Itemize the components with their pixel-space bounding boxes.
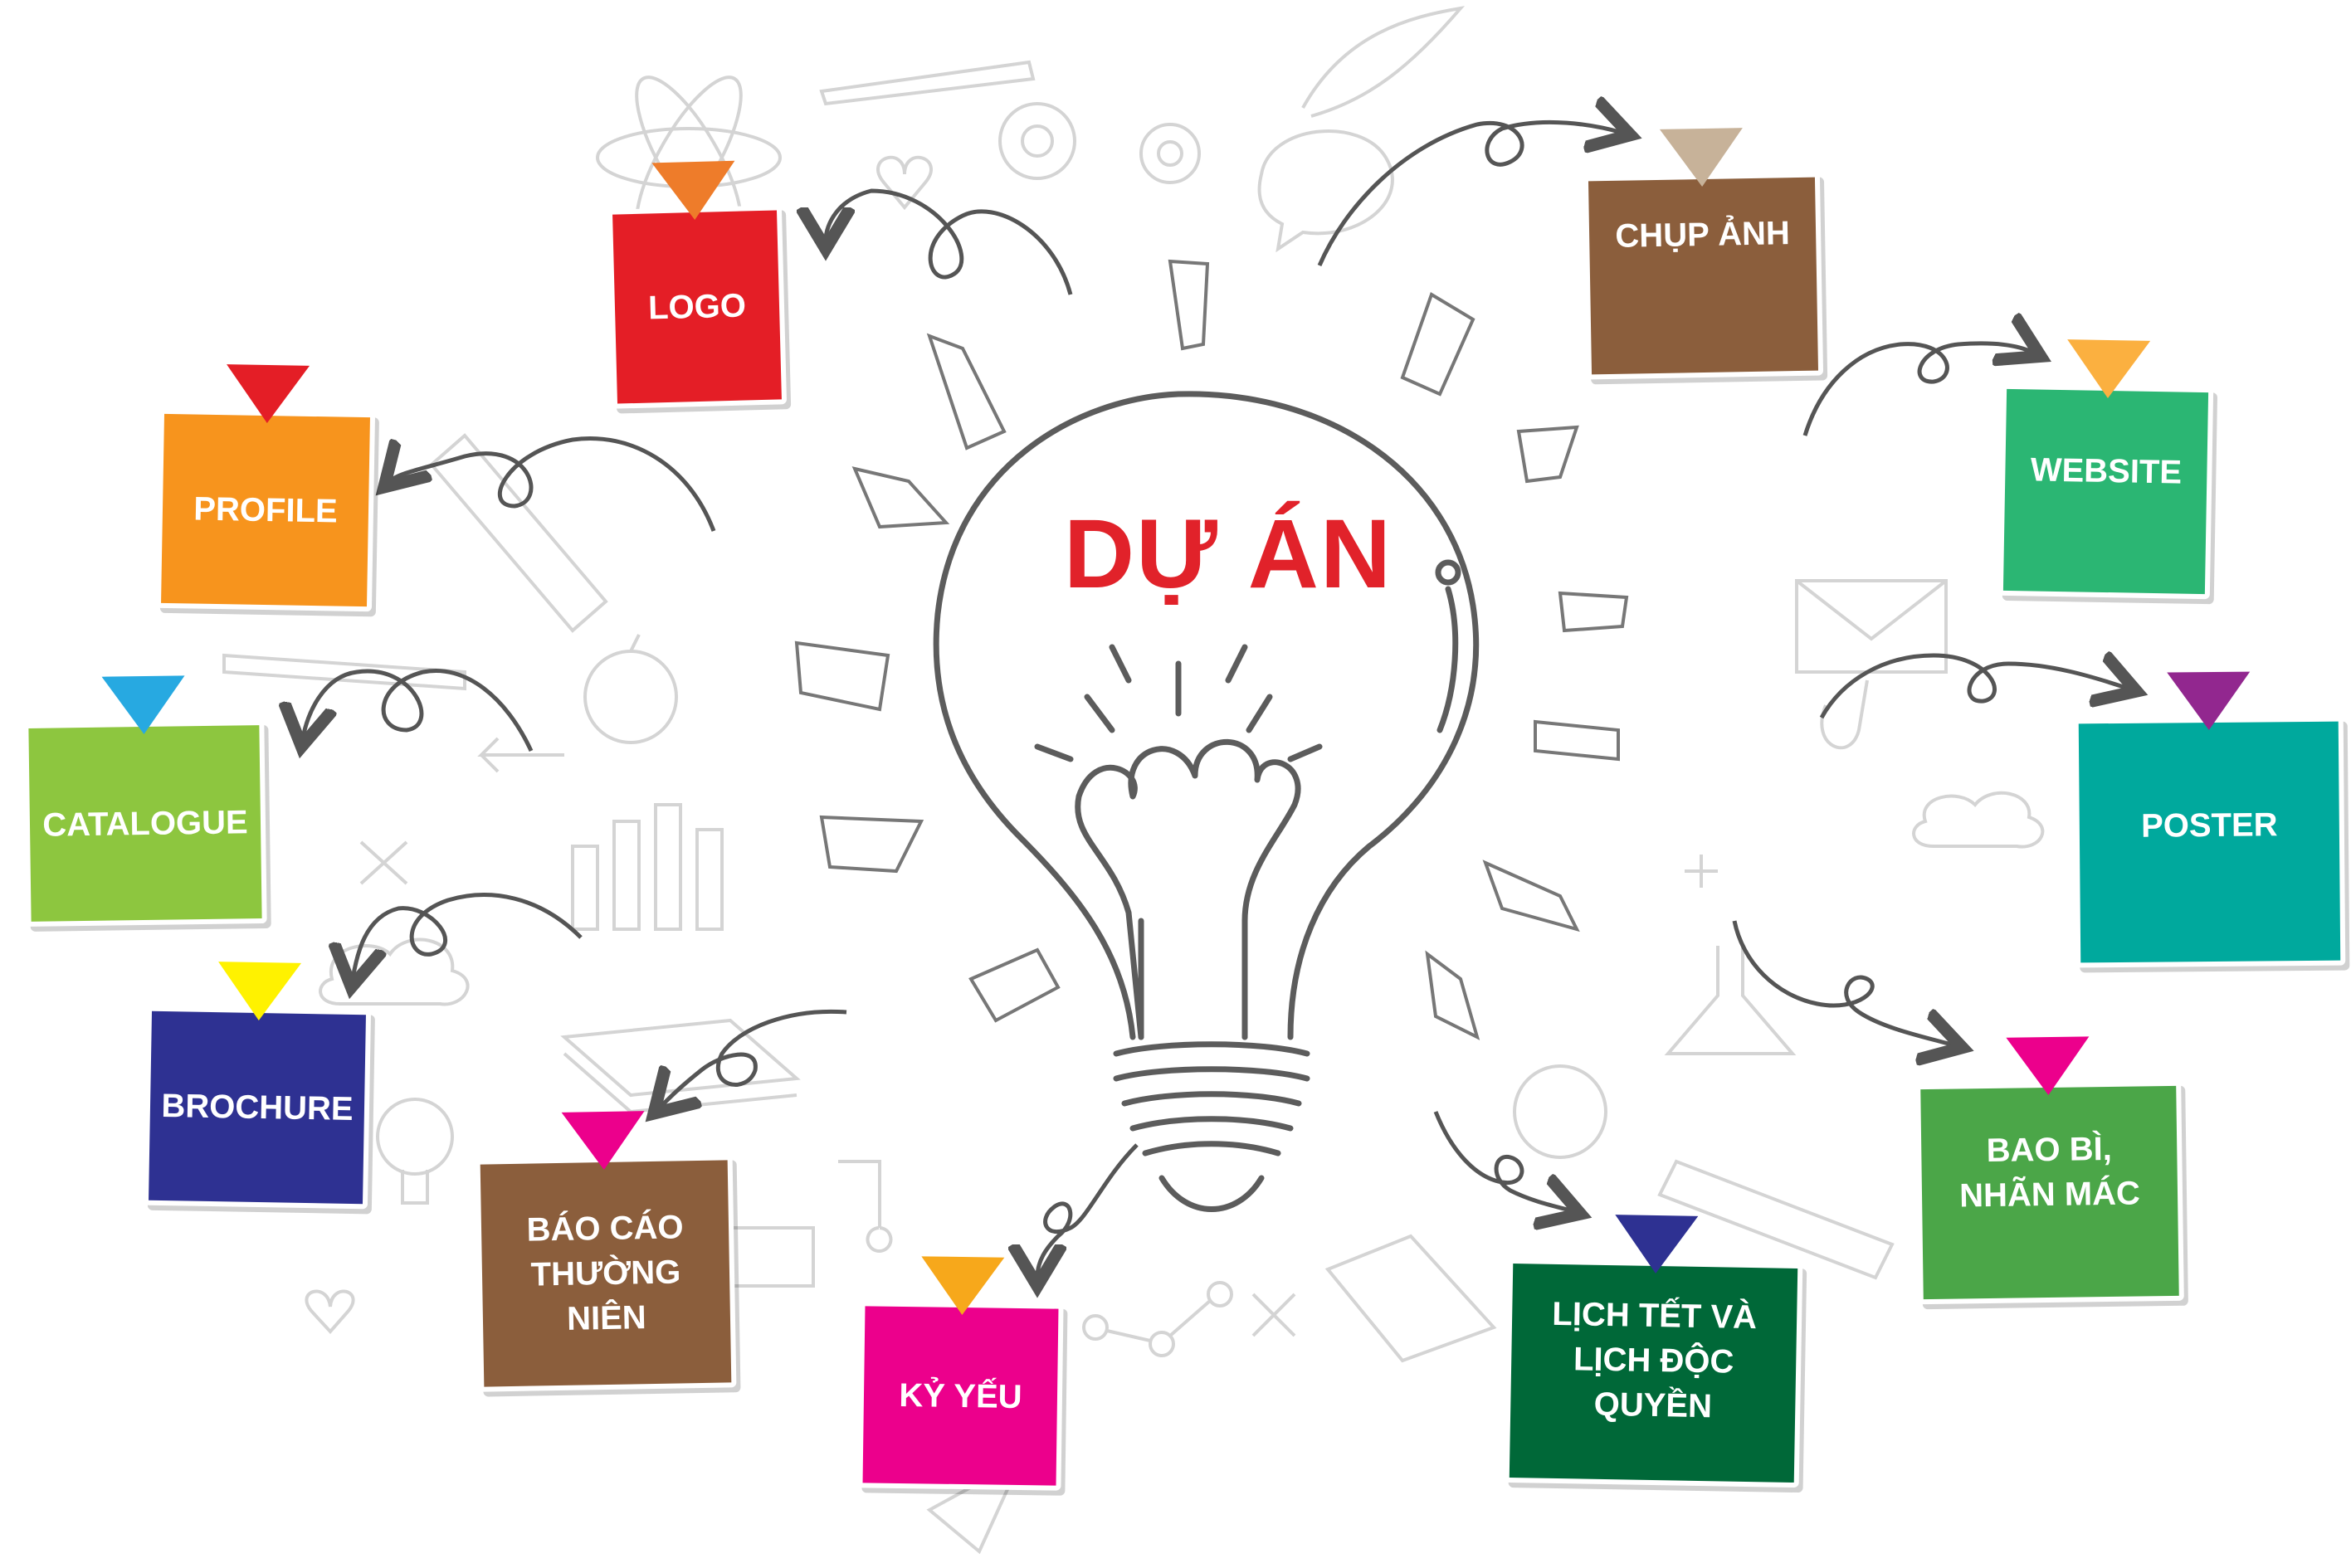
pin-icon <box>217 962 302 1021</box>
pin-icon <box>919 1256 1004 1316</box>
node-label: WEBSITE <box>2030 450 2183 491</box>
node-website[interactable]: WEBSITE <box>1997 339 2214 600</box>
node-label: KỶ YẾU <box>899 1376 1022 1415</box>
center-title: DỰ ÁN <box>1063 499 1393 609</box>
node-profile[interactable]: PROFILE <box>155 364 376 612</box>
node-label: LOGO <box>647 287 747 327</box>
node-catalogue[interactable]: CATALOGUE <box>23 675 267 928</box>
pin-icon <box>225 364 310 424</box>
bulb-rays <box>794 259 1629 1040</box>
node-label: BÁO CÁO THƯỜNG NIÊN <box>526 1209 684 1337</box>
node-bao-bi[interactable]: BAO BÌ, NHÃN MÁC <box>1915 1036 2184 1305</box>
node-label: POSTER <box>2140 806 2278 845</box>
pin-icon <box>2066 339 2150 399</box>
pin-icon <box>2166 671 2251 731</box>
node-label: PROFILE <box>193 490 339 530</box>
node-brochure[interactable]: BROCHURE <box>143 962 372 1210</box>
node-label: CHỤP ẢNH <box>1615 214 1791 255</box>
node-label: BROCHURE <box>161 1087 354 1128</box>
node-bao-cao[interactable]: BÁO CÁO THƯỜNG NIÊN <box>475 1111 737 1392</box>
note-paper <box>1583 172 1824 380</box>
connector-arrows <box>303 122 2129 1278</box>
node-label: CATALOGUE <box>42 803 248 844</box>
pin-icon <box>1659 128 1744 187</box>
node-ky-yeu[interactable]: KỶ YẾU <box>857 1256 1064 1491</box>
node-label: LỊCH TẾT VÀ LỊCH ĐỘC QUYỀN <box>1551 1295 1758 1425</box>
background-sketches <box>222 6 2045 1555</box>
node-poster[interactable]: POSTER <box>2073 671 2346 968</box>
node-chup-anh[interactable]: CHỤP ẢNH <box>1583 128 1824 380</box>
light-bulb <box>933 391 1480 1212</box>
pin-icon <box>101 675 186 735</box>
node-lich-tet[interactable]: LỊCH TẾT VÀ LỊCH ĐỘC QUYỀN <box>1504 1215 1803 1488</box>
node-label: BAO BÌ, NHÃN MÁC <box>1958 1130 2141 1215</box>
node-logo[interactable]: LOGO <box>607 160 788 409</box>
pin-icon <box>1613 1215 1698 1274</box>
pin-icon <box>561 1111 646 1171</box>
pin-icon <box>2006 1036 2090 1096</box>
pin-icon <box>651 160 737 222</box>
